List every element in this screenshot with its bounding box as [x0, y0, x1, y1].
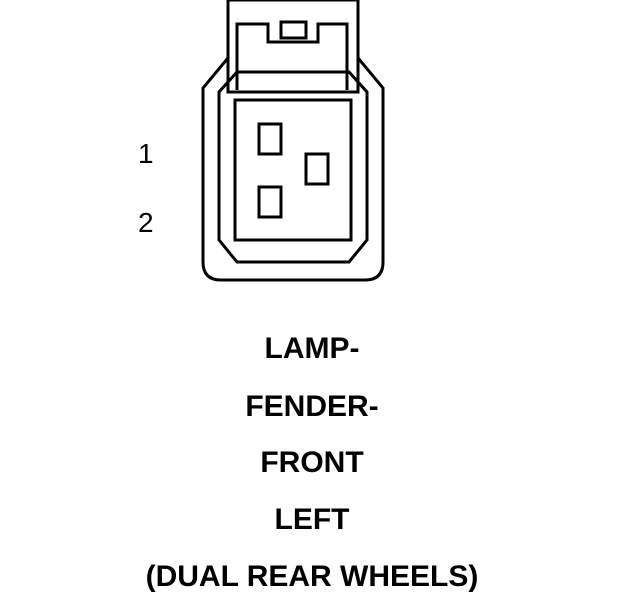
pin-label-1: 1 — [138, 138, 154, 169]
pin-1-cavity — [257, 122, 283, 156]
latch-outline — [235, 22, 349, 90]
caption-line-left: LEFT — [274, 503, 350, 536]
terminal-cavity — [233, 98, 353, 242]
connector-body-outer — [201, 40, 385, 282]
caption-line-fender: FENDER- — [245, 390, 379, 423]
latch-tab — [279, 20, 308, 40]
caption-line-front: FRONT — [260, 446, 364, 479]
caption-line-dual-rear-wheels: (DUAL REAR WHEELS) — [145, 560, 479, 593]
caption-line-lamp: LAMP- — [264, 332, 360, 365]
pin-label-2: 2 — [138, 207, 154, 238]
connector-body-inner — [217, 70, 369, 264]
pin-3-cavity — [304, 152, 330, 186]
latch-housing — [226, 0, 360, 94]
pin-2-cavity — [257, 185, 283, 219]
